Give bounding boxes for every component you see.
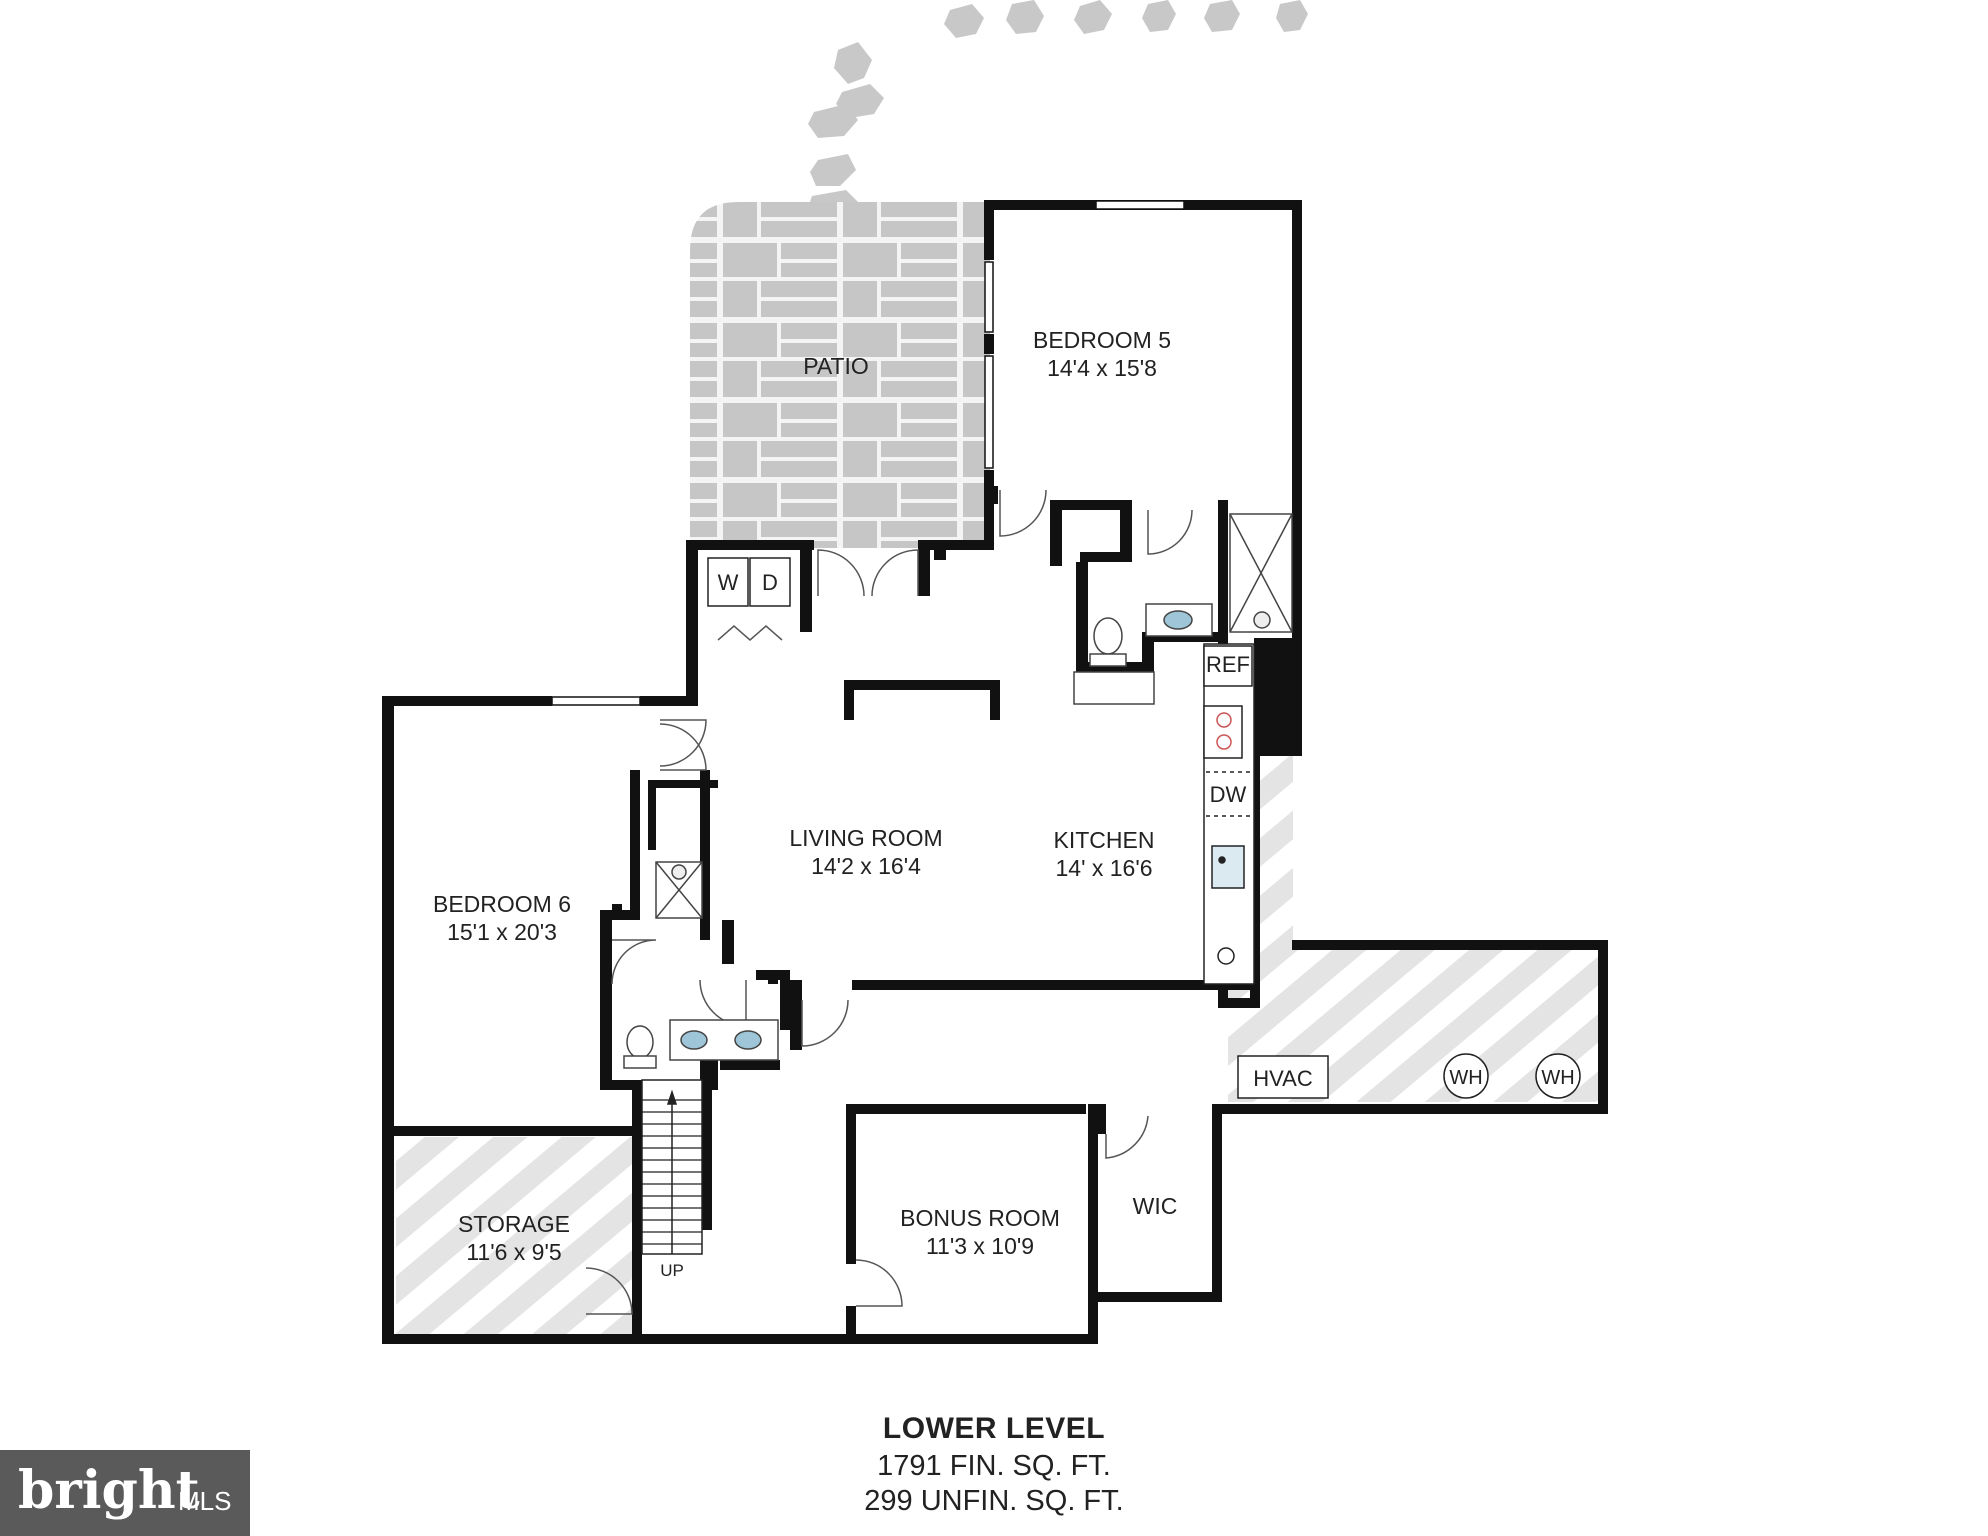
hvac-label: HVAC <box>1253 1066 1313 1091</box>
bedroom5-name: BEDROOM 5 <box>1033 327 1171 353</box>
washer-label: W <box>718 570 739 595</box>
dryer-label: D <box>762 570 778 595</box>
bath-fixtures <box>623 513 1293 1069</box>
laundry-units <box>707 557 791 607</box>
staircase <box>641 1079 703 1255</box>
stair-up-label: UP <box>660 1261 684 1280</box>
mls-watermark: bright MLS <box>0 1450 250 1536</box>
wic-label: WIC <box>1133 1193 1178 1219</box>
unfinished-area: 299 UNFIN. SQ. FT. <box>864 1485 1124 1517</box>
kitchen-dims: 14' x 16'6 <box>1055 855 1152 881</box>
patio-paving <box>690 202 990 548</box>
dw-label: DW <box>1210 782 1247 807</box>
kitchen-name: KITCHEN <box>1054 827 1155 853</box>
ref-label: REF <box>1206 652 1250 677</box>
storage-name: STORAGE <box>458 1211 570 1237</box>
watermark-brand: bright <box>18 1460 200 1521</box>
storage-hatch <box>396 1137 632 1335</box>
storage-dims: 11'6 x 9'5 <box>466 1239 561 1265</box>
kitchen-counter <box>1203 643 1255 985</box>
door-swings <box>585 489 1193 1315</box>
stair-treads <box>642 1099 702 1245</box>
utility-hatch <box>1228 756 1604 1102</box>
watermark-suffix: MLS <box>178 1486 232 1516</box>
bedroom5-dims: 14'4 x 15'8 <box>1047 355 1157 381</box>
bonus-room-name: BONUS ROOM <box>900 1205 1060 1231</box>
finished-area: 1791 FIN. SQ. FT. <box>877 1450 1111 1482</box>
living-room-dims: 14'2 x 16'4 <box>811 853 921 879</box>
bedroom6-dims: 15'1 x 20'3 <box>447 919 557 945</box>
water-heater-1-label: WH <box>1449 1067 1482 1089</box>
bonus-room-dims: 11'3 x 10'9 <box>926 1233 1034 1259</box>
patio-label: PATIO <box>803 353 869 379</box>
windows <box>551 200 1185 706</box>
level-title: LOWER LEVEL <box>882 1412 1106 1445</box>
mech-fixtures <box>1237 1053 1581 1099</box>
living-room-name: LIVING ROOM <box>789 825 942 851</box>
water-heater-2-label: WH <box>1541 1067 1574 1089</box>
stepping-stones <box>808 0 1308 222</box>
bedroom6-name: BEDROOM 6 <box>433 891 571 917</box>
